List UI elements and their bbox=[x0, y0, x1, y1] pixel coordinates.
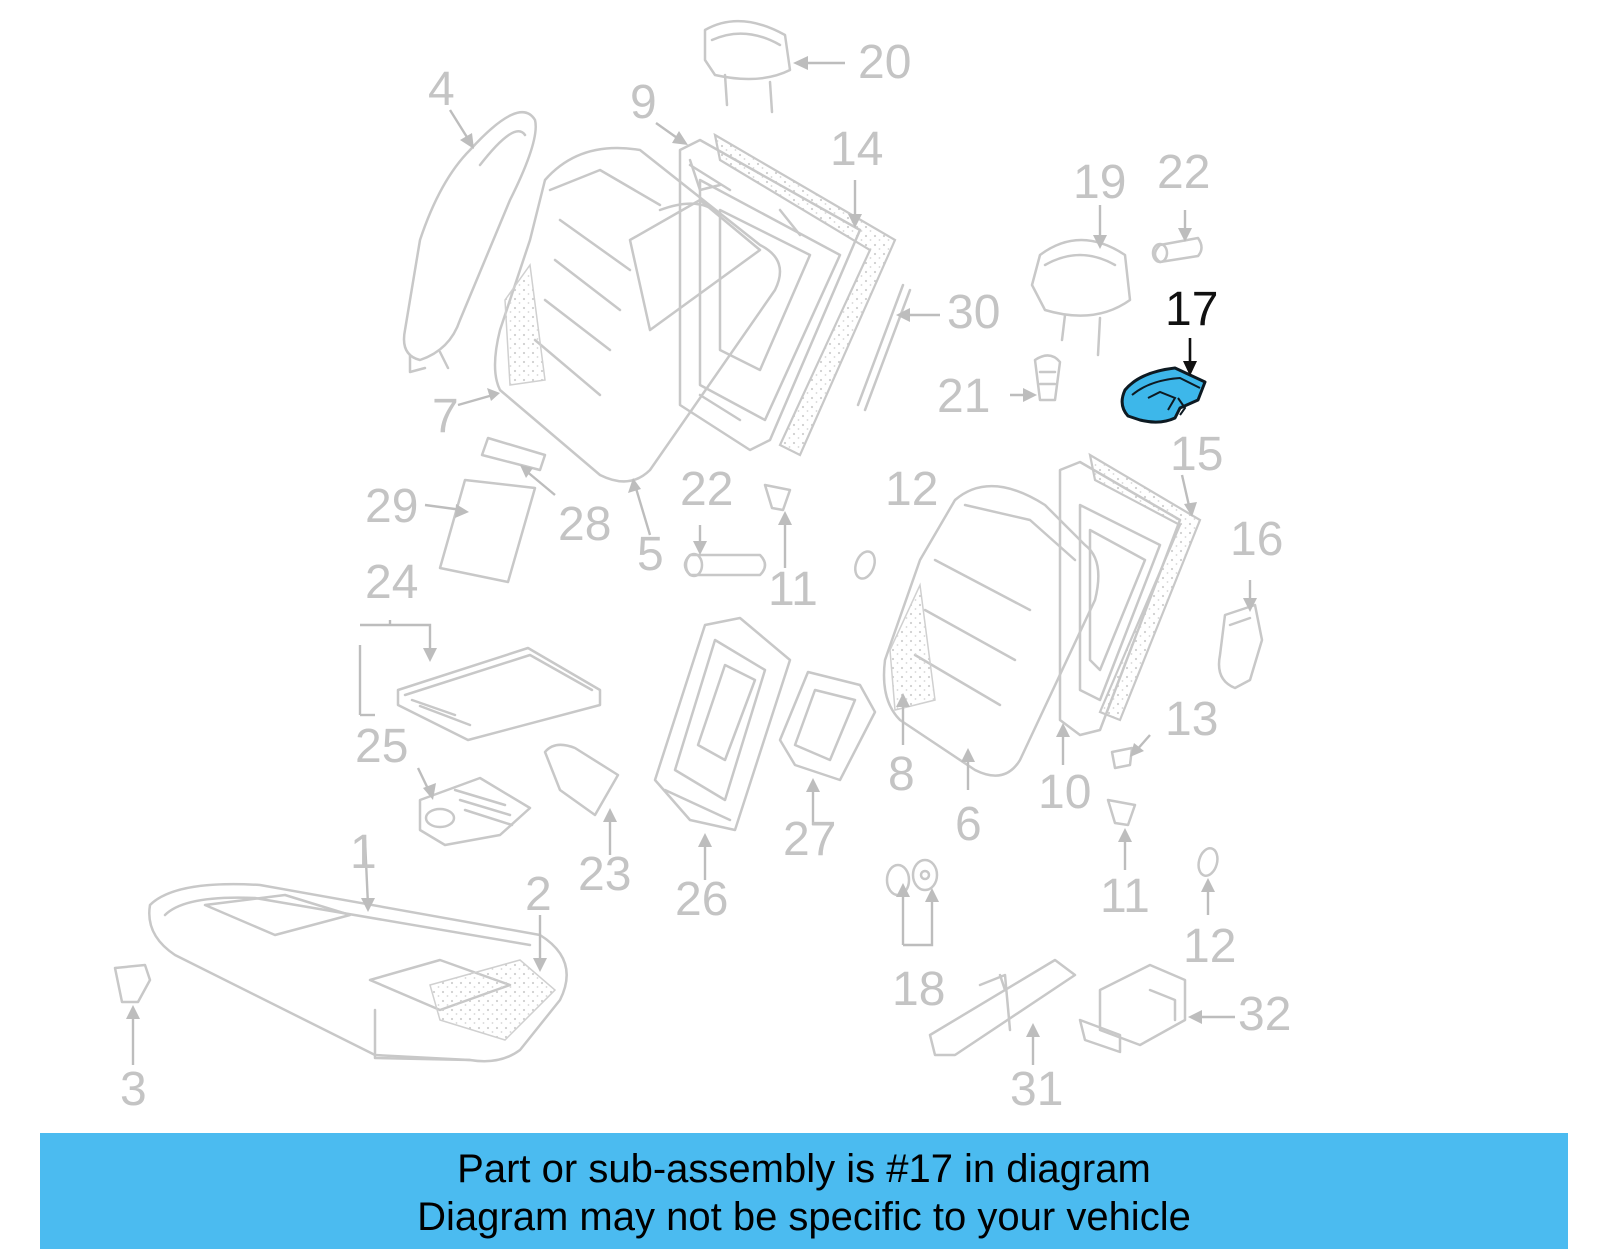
part-11-clip-right bbox=[1106, 798, 1137, 827]
callout-17-highlighted: 17 bbox=[1165, 283, 1218, 336]
part-24-armrest bbox=[396, 646, 602, 742]
part-12-ring-left bbox=[854, 550, 876, 580]
part-20-headrest bbox=[703, 19, 792, 114]
callout-29: 29 bbox=[365, 480, 418, 533]
callout-6: 6 bbox=[955, 798, 982, 851]
part-7-seatback-cover bbox=[493, 146, 782, 483]
callout-20: 20 bbox=[858, 36, 911, 89]
leader-17 bbox=[1183, 338, 1197, 376]
callout-19: 19 bbox=[1073, 156, 1126, 209]
callout-7: 7 bbox=[432, 390, 459, 443]
callout-1: 1 bbox=[350, 826, 377, 879]
callout-13: 13 bbox=[1165, 693, 1218, 746]
callout-3: 3 bbox=[120, 1063, 147, 1116]
leader-lines bbox=[126, 56, 1257, 1065]
part-17-highlighted[interactable] bbox=[1120, 366, 1207, 424]
callout-14: 14 bbox=[830, 123, 883, 176]
part-12-ring-right bbox=[1197, 847, 1219, 877]
callout-5: 5 bbox=[637, 528, 664, 581]
part-22-guide-left bbox=[683, 552, 767, 578]
footer-line-part-number: Part or sub-assembly is #17 in diagram bbox=[457, 1147, 1151, 1191]
callout-30: 30 bbox=[947, 286, 1000, 339]
callout-11-right: 11 bbox=[1100, 870, 1150, 923]
callout-23: 23 bbox=[578, 848, 631, 901]
callout-4: 4 bbox=[428, 63, 455, 116]
callout-22-right: 22 bbox=[1157, 146, 1210, 199]
footer-line-disclaimer: Diagram may not be specific to your vehi… bbox=[417, 1195, 1191, 1239]
part-1-2-seat-cushion bbox=[148, 882, 568, 1063]
part-22-guide-right bbox=[1151, 236, 1203, 264]
callout-labels: 20 4 9 14 19 22 30 21 7 15 12 29 22 28 5… bbox=[120, 36, 1291, 1116]
callout-21: 21 bbox=[937, 370, 990, 423]
callout-28: 28 bbox=[558, 498, 611, 551]
callout-31: 31 bbox=[1010, 1063, 1063, 1116]
part-3-clip bbox=[113, 963, 152, 1004]
part-16-bracket bbox=[1217, 603, 1264, 690]
callout-25: 25 bbox=[355, 720, 408, 773]
part-31-latch bbox=[928, 958, 1077, 1057]
callout-12-right: 12 bbox=[1183, 920, 1236, 973]
callout-22-left: 22 bbox=[680, 463, 733, 516]
callout-11-left: 11 bbox=[768, 563, 818, 616]
part-4-side-bolster bbox=[402, 110, 537, 374]
footer-banner: Part or sub-assembly is #17 in diagram D… bbox=[40, 1133, 1568, 1249]
part-19-headrest bbox=[1030, 238, 1132, 357]
callout-8: 8 bbox=[888, 748, 915, 801]
parts-diagram: 20 4 9 14 19 22 30 21 7 15 12 29 22 28 5… bbox=[113, 19, 1291, 1116]
part-32-lock bbox=[1078, 963, 1187, 1054]
part-15-10-seatback-frame-right bbox=[1058, 452, 1202, 737]
callout-9: 9 bbox=[630, 76, 657, 129]
part-18-fasteners bbox=[885, 858, 939, 897]
part-30-rod bbox=[856, 283, 912, 412]
part-26-armrest-frame bbox=[653, 616, 792, 832]
callout-12-left: 12 bbox=[885, 463, 938, 516]
callout-16: 16 bbox=[1230, 513, 1283, 566]
part-9-14-seatback-frame bbox=[678, 132, 897, 457]
callout-15: 15 bbox=[1170, 428, 1223, 481]
part-25-cupholder bbox=[418, 776, 532, 847]
part-11-clip-left bbox=[763, 483, 792, 512]
callout-10: 10 bbox=[1038, 766, 1091, 819]
callout-18: 18 bbox=[892, 963, 945, 1016]
part-29-28-panel bbox=[438, 436, 547, 584]
callout-26: 26 bbox=[675, 873, 728, 926]
part-23-trim bbox=[543, 743, 620, 817]
callout-32: 32 bbox=[1238, 988, 1291, 1041]
callout-27: 27 bbox=[783, 813, 836, 866]
callout-2: 2 bbox=[525, 868, 552, 921]
part-21-guide bbox=[1033, 354, 1062, 402]
part-13-clip bbox=[1110, 746, 1134, 770]
callout-24: 24 bbox=[365, 556, 418, 609]
part-27-bracket-frame bbox=[778, 670, 877, 782]
